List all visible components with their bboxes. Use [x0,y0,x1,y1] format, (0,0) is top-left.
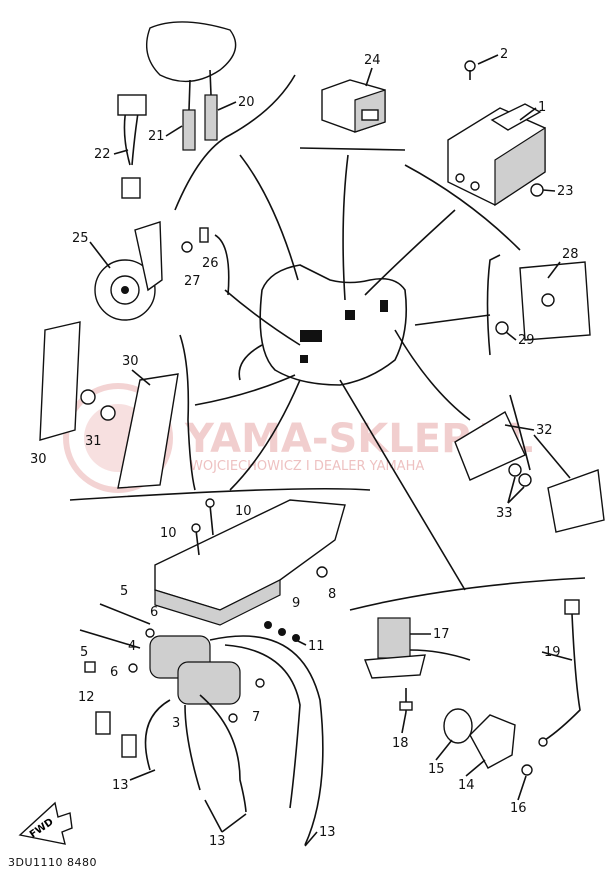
label-6b: 6 [110,665,118,680]
fwd-arrow: FWD [18,801,73,845]
label-31: 31 [85,434,102,449]
label-30b: 30 [30,452,47,467]
bolts-10 [191,498,215,556]
label-26: 26 [202,256,219,271]
label-14: 14 [458,778,475,793]
horn-25 [94,221,163,321]
label-32: 32 [536,423,553,438]
label-29: 29 [518,333,535,348]
cdi-unit-1 [447,103,546,207]
label-21: 21 [148,129,165,144]
label-24: 24 [364,53,381,68]
nut-29 [495,321,509,335]
label-33: 33 [496,506,513,521]
label-15: 15 [428,762,445,777]
wire-19 [538,599,581,747]
callout-pointers [89,54,573,847]
cover-14 [469,714,516,769]
label-16: 16 [510,801,527,816]
section-dividers [69,74,586,611]
label-17: 17 [433,627,450,642]
bolts-5 [79,603,151,649]
grommet-8 [316,566,328,578]
screw-2 [464,60,476,80]
reflector-30-right [117,373,179,489]
label-11: 11 [308,639,325,654]
sensor-17 [364,617,471,679]
label-5a: 5 [120,584,128,599]
nuts-31 [80,389,116,421]
label-7: 7 [252,710,260,725]
label-4: 4 [128,639,136,654]
central-frame [238,264,408,386]
label-13b: 13 [209,834,226,849]
label-20: 20 [238,95,255,110]
label-1: 1 [538,100,546,115]
label-13a: 13 [112,778,129,793]
label-2: 2 [500,47,508,62]
cover-9 [154,499,346,626]
label-28: 28 [562,247,579,262]
bolt-18 [399,688,413,712]
label-8: 8 [328,587,336,602]
label-5b: 5 [80,645,88,660]
plug-leads-13 [84,635,324,846]
oring-15 [443,708,473,744]
label-25: 25 [72,231,89,246]
label-18: 18 [392,736,409,751]
label-9: 9 [292,596,300,611]
screw-16 [521,764,533,776]
reflectors-32 [454,410,605,533]
relay-24 [321,79,386,133]
caps-11 [264,621,300,642]
switches-20-21 [146,21,237,151]
washers-6-7 [128,628,265,723]
label-13c: 13 [319,825,336,840]
callout-labels: 1 2 3 4 5 5 6 6 7 8 9 10 10 11 12 13 13 … [30,47,579,849]
coils-3-4 [149,635,241,705]
license-light-28 [519,261,591,341]
label-22: 22 [94,147,111,162]
harness-22 [117,94,147,199]
label-10a: 10 [235,504,252,519]
nut-23 [530,183,544,197]
label-3: 3 [172,716,180,731]
label-23: 23 [557,184,574,199]
label-27: 27 [184,274,201,289]
label-30a: 30 [122,354,139,369]
label-12: 12 [78,690,95,705]
bolt-26-27 [181,227,209,253]
label-6a: 6 [150,605,158,620]
nuts-33 [508,463,532,487]
reflector-30-left [39,321,81,441]
diagram-code: 3DU1110 8480 [8,856,97,869]
label-10b: 10 [160,526,177,541]
